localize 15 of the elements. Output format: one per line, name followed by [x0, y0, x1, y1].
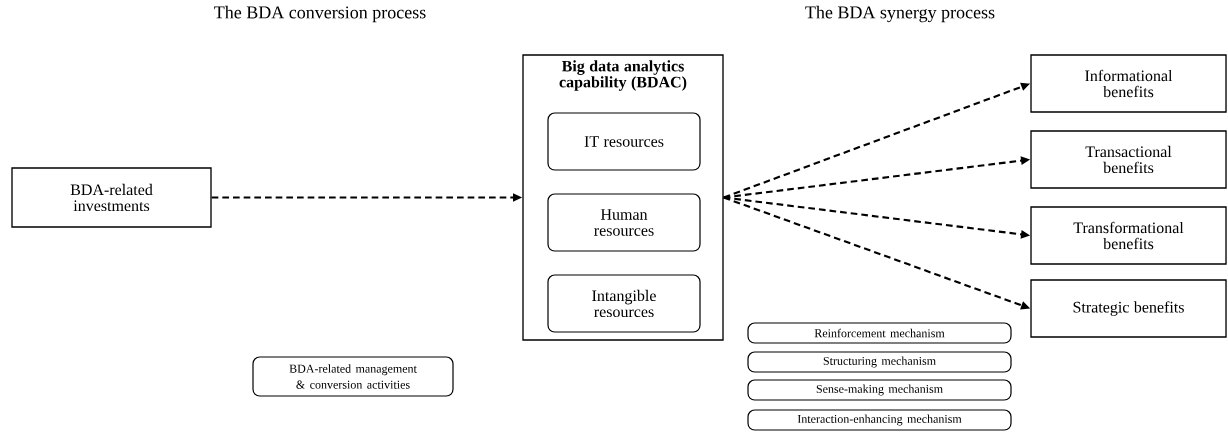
- rounded-box: IT resources: [547, 112, 701, 171]
- process-box: Informational benefits: [1030, 54, 1227, 113]
- rounded-box: Human resources: [547, 193, 701, 252]
- rounded-box: Intangible resources: [547, 274, 701, 333]
- rounded-box: BDA-related management & conversion activities: [252, 356, 454, 397]
- process-box: Strategic benefits: [1030, 279, 1227, 338]
- section-title: The BDA synergy process: [805, 5, 995, 23]
- rounded-box: Sense-making mechanism: [747, 379, 1012, 401]
- rounded-box: Structuring mechanism: [747, 351, 1012, 373]
- process-box: Transactional benefits: [1030, 130, 1227, 189]
- process-box: Transformational benefits: [1030, 206, 1227, 265]
- rounded-box: Interaction-enhancing mechanism: [747, 409, 1012, 431]
- rounded-box: Reinforcement mechanism: [747, 322, 1012, 344]
- section-title: The BDA conversion process: [214, 5, 426, 23]
- process-box: BDA-related investments: [11, 167, 212, 228]
